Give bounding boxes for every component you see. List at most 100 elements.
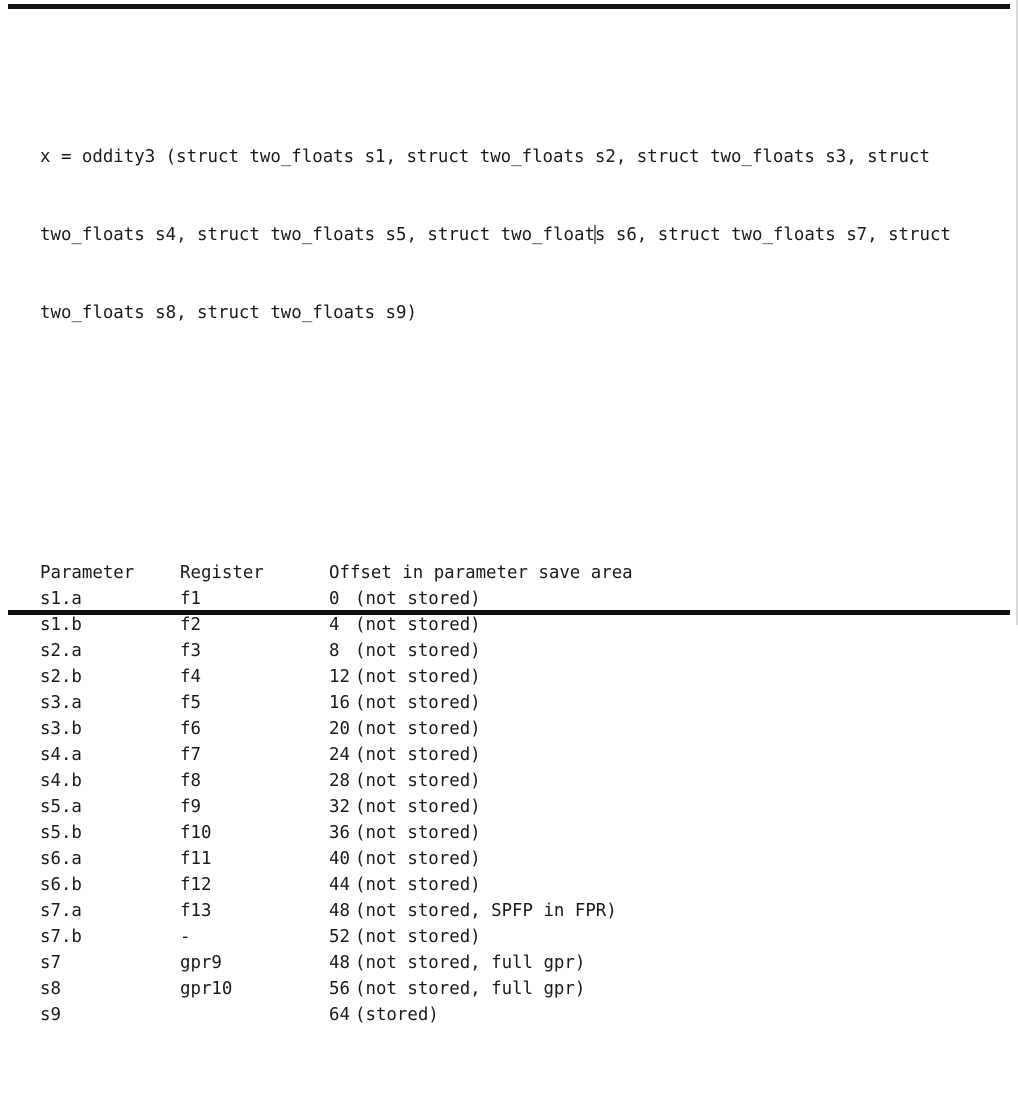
cell-note: (not stored) [355, 719, 481, 739]
cell-offset: 36 [329, 823, 350, 843]
cell-register: f12 [180, 875, 212, 895]
cell-gap [275, 924, 329, 950]
cell-gap [275, 612, 329, 638]
table-row: s4.a f7 24(not stored) [40, 742, 633, 768]
signature-line-1: x = oddity3 (struct two_floats s1, struc… [40, 147, 930, 167]
cell-offset: 20 [329, 719, 350, 739]
cell-offset: 16 [329, 693, 350, 713]
table-row: s7 gpr9 48(not stored, full gpr) [40, 950, 633, 976]
column-header-parameter: Parameter [40, 563, 135, 583]
cell-offset: 56 [329, 979, 350, 999]
cell-note: (not stored) [355, 615, 481, 635]
cell-register: f8 [180, 771, 201, 791]
cell-register: f5 [180, 693, 201, 713]
cell-note: (not stored) [355, 875, 481, 895]
cell-register: f10 [180, 823, 212, 843]
column-header-offset: Offset in parameter save area [329, 563, 633, 583]
table-row: s4.b f8 28(not stored) [40, 768, 633, 794]
cell-gap [275, 638, 329, 664]
table-row: s8 gpr10 56(not stored, full gpr) [40, 976, 633, 1002]
cell-register: f4 [180, 667, 201, 687]
column-header-register: Register [180, 563, 264, 583]
spacer [40, 456, 970, 482]
cell-parameter: s9 [40, 1005, 61, 1025]
cell-gap [275, 768, 329, 794]
top-divider-rule [8, 4, 1010, 9]
cell-note: (not stored) [355, 771, 481, 791]
cell-gap [275, 794, 329, 820]
signature-line-2: two_floats s4, struct two_floats s5, str… [40, 222, 970, 248]
cell-register: - [180, 927, 191, 947]
header-gap [275, 560, 329, 586]
bottom-divider-rule [8, 610, 1010, 615]
cell-parameter: s8 [40, 979, 61, 999]
cell-note: (not stored) [355, 927, 481, 947]
table-header-row: Parameter Register Offset in parameter s… [40, 560, 633, 586]
table-row: s7.b-52(not stored) [40, 924, 633, 950]
cell-register: f13 [180, 901, 212, 921]
cell-register: gpr9 [180, 953, 222, 973]
cell-note: (not stored) [355, 693, 481, 713]
cell-offset: 24 [329, 745, 350, 765]
cell-register: f11 [180, 849, 212, 869]
cell-gap [275, 742, 329, 768]
function-signature[interactable]: x = oddity3 (struct two_floats s1, struc… [40, 92, 970, 378]
cell-gap [275, 820, 329, 846]
cell-offset: 44 [329, 875, 350, 895]
cell-parameter: s5.a [40, 797, 82, 817]
cell-parameter: s3.b [40, 719, 82, 739]
cell-gap [275, 976, 329, 1002]
cell-note: (not stored) [355, 589, 481, 609]
cell-register: f3 [180, 641, 201, 661]
cell-parameter: s5.b [40, 823, 82, 843]
signature-line-3: two_floats s8, struct two_floats s9) [40, 303, 417, 323]
cell-register [180, 1002, 275, 1028]
cell-note: (not stored, full gpr) [355, 979, 586, 999]
cell-note: (not stored) [355, 667, 481, 687]
table-row: s3.a f5 16(not stored) [40, 690, 633, 716]
cell-register: f1 [180, 589, 201, 609]
cell-parameter: s2.a [40, 641, 82, 661]
signature-line-2b: s s6, struct two_floats s7, struct [594, 225, 951, 245]
page-edge [1016, 0, 1018, 625]
cell-register: f2 [180, 615, 201, 635]
cell-parameter: s2.b [40, 667, 82, 687]
cell-register: gpr10 [180, 979, 233, 999]
cell-note: (not stored, full gpr) [355, 953, 586, 973]
register-offset-table: Parameter Register Offset in parameter s… [40, 560, 633, 1028]
cell-parameter: s1.b [40, 615, 82, 635]
cell-note: (not stored) [355, 849, 481, 869]
cell-offset: 28 [329, 771, 350, 791]
cell-register: f7 [180, 745, 201, 765]
cell-offset: 48 [329, 953, 350, 973]
cell-gap [275, 716, 329, 742]
text-caret [593, 225, 596, 244]
cell-gap [275, 846, 329, 872]
cell-note: (not stored) [355, 745, 481, 765]
cell-register: f6 [180, 719, 201, 739]
cell-gap [275, 950, 329, 976]
cell-offset: 48 [329, 901, 350, 921]
cell-note: (not stored, SPFP in FPR) [355, 901, 617, 921]
cell-parameter: s7 [40, 953, 61, 973]
cell-parameter: s4.a [40, 745, 82, 765]
cell-offset: 40 [329, 849, 350, 869]
cell-gap [275, 1002, 329, 1028]
cell-parameter: s1.a [40, 589, 82, 609]
listing-body: x = oddity3 (struct two_floats s1, struc… [40, 14, 970, 1106]
cell-offset: 12 [329, 667, 350, 687]
cell-offset: 64 [329, 1005, 350, 1025]
cell-offset: 4 [329, 615, 340, 635]
cell-gap [275, 898, 329, 924]
cell-offset: 52 [329, 927, 350, 947]
figure-container: x = oddity3 (struct two_floats s1, struc… [8, 0, 1018, 1025]
cell-parameter: s3.a [40, 693, 82, 713]
cell-parameter: s4.b [40, 771, 82, 791]
table-row: s1.b f2 4 (not stored) [40, 612, 633, 638]
